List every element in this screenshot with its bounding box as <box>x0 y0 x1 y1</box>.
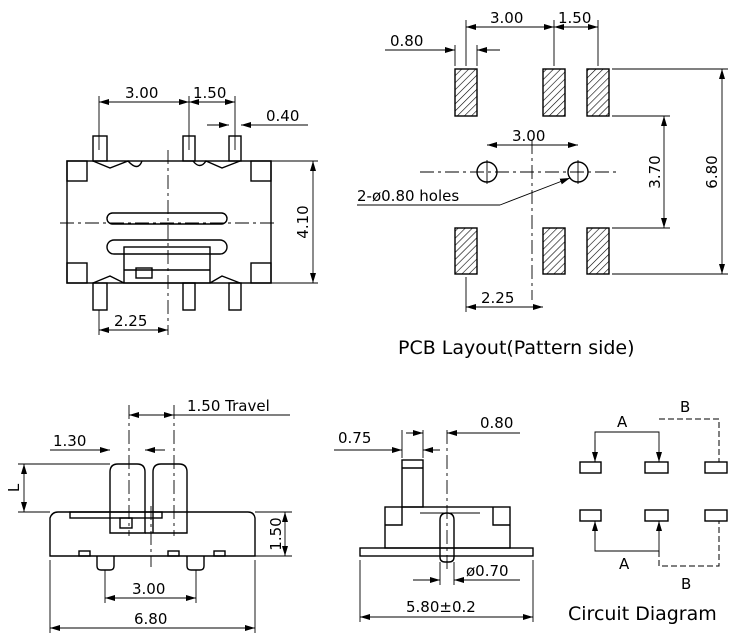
circuit-diagram: A B A B Circuit Diagram <box>568 398 728 625</box>
dim-label: 0.75 <box>338 429 371 447</box>
dim-label: 1.30 <box>53 432 86 450</box>
dim-label: 1.50 <box>558 9 591 27</box>
dim-label: 6.80 <box>134 610 167 628</box>
dim-label: 3.00 <box>132 580 165 598</box>
dim-label: L <box>5 483 23 492</box>
dim-label: 0.80 <box>390 32 423 50</box>
dim-label: 3.00 <box>490 9 523 27</box>
dim-label: 4.10 <box>294 205 312 238</box>
dim-label: 2.25 <box>114 312 147 330</box>
label-a: A <box>617 413 628 431</box>
dim-label: 0.40 <box>266 107 299 125</box>
circuit-title: Circuit Diagram <box>568 603 717 625</box>
dim-label: 1.50 <box>267 517 285 550</box>
dim-label: 3.00 <box>512 127 545 145</box>
holes-note: 2-ø0.80 holes <box>357 187 459 205</box>
top-view: 3.00 1.50 0.40 4.10 2.25 <box>60 84 318 335</box>
dim-label: 2.25 <box>481 289 514 307</box>
side-view: 0.75 0.80 ø0.70 5.80±0.2 <box>334 414 534 622</box>
dim-label: ø0.70 <box>466 562 509 580</box>
dim-label: 1.50 <box>193 84 226 102</box>
dim-label: 6.80 <box>703 155 721 188</box>
pcb-layout: 3.00 1.50 0.80 3.00 3.70 6.80 2.25 2-ø0.… <box>357 9 728 359</box>
pcb-layout-title: PCB Layout(Pattern side) <box>398 337 635 359</box>
label-b: B <box>680 398 690 416</box>
dim-label: 3.70 <box>646 155 664 188</box>
label-b: B <box>681 575 691 593</box>
label-a: A <box>619 555 630 573</box>
dim-label: 3.00 <box>125 84 158 102</box>
front-view: 1.50 Travel 1.30 L 1.50 3.00 6.80 <box>5 397 292 633</box>
dim-label: 5.80±0.2 <box>406 598 476 616</box>
travel-label: 1.50 Travel <box>187 397 270 415</box>
dim-label: 0.80 <box>480 414 513 432</box>
